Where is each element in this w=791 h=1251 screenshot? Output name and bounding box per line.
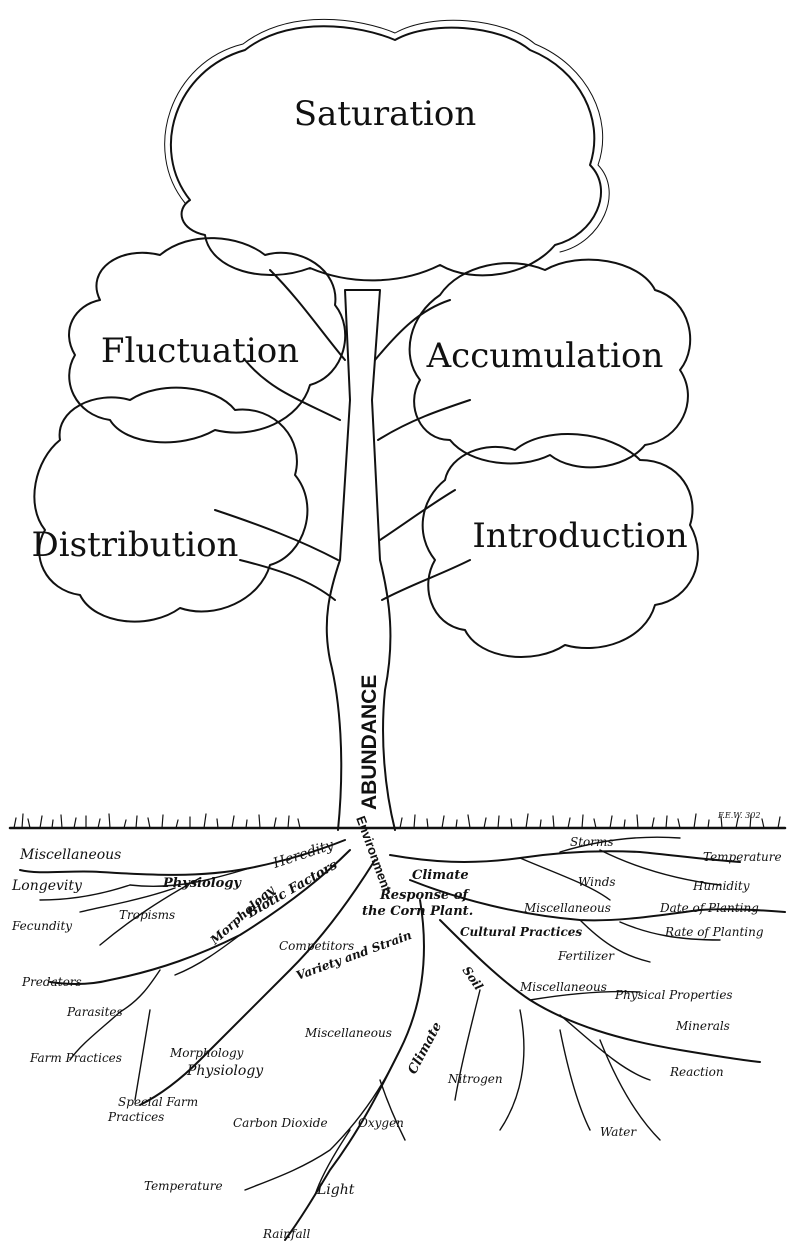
label-carbon-dioxide: Carbon Dioxide xyxy=(233,1117,328,1129)
label-fluctuation: Fluctuation xyxy=(101,331,299,371)
canopy-distribution xyxy=(34,388,307,622)
label-miscellaneous-mid: Miscellaneous xyxy=(305,1027,392,1039)
label-humidity: Humidity xyxy=(693,880,750,892)
label-physical-properties: Physical Properties xyxy=(615,989,733,1001)
root-climate-upper xyxy=(390,851,740,862)
label-oxygen: Oxygen xyxy=(358,1117,404,1129)
label-saturation: Saturation xyxy=(294,94,477,134)
label-tropisms: Tropisms xyxy=(119,909,175,921)
label-longevity: Longevity xyxy=(12,879,82,893)
label-response: Response of xyxy=(380,889,468,902)
label-accumulation: Accumulation xyxy=(426,336,664,376)
label-fertilizer: Fertilizer xyxy=(558,950,614,962)
label-miscellaneous-right: Miscellaneous xyxy=(524,902,611,914)
label-date-of-planting: Date of Planting xyxy=(660,902,759,914)
label-nitrogen: Nitrogen xyxy=(448,1073,503,1085)
label-parasites: Parasites xyxy=(67,1006,123,1018)
label-temperature-right: Temperature xyxy=(703,851,782,863)
label-water: Water xyxy=(600,1126,636,1138)
label-cultural-practices: Cultural Practices xyxy=(460,926,582,938)
label-physiology: Physiology xyxy=(163,877,241,890)
root-soil-sub xyxy=(455,990,660,1140)
label-abundance: ABUNDANCE xyxy=(358,675,381,810)
root-biotic xyxy=(50,850,350,984)
label-physiology-2: Physiology xyxy=(187,1064,263,1078)
label-morphology: Morphology xyxy=(170,1047,243,1059)
label-light: Light xyxy=(317,1183,354,1197)
label-minerals: Minerals xyxy=(676,1020,730,1032)
label-soil: Soil xyxy=(460,964,487,994)
label-miscellaneous-left: Miscellaneous xyxy=(20,848,121,862)
label-signature: F.E.W. 302 xyxy=(718,812,760,820)
label-miscellaneous-soil: Miscellaneous xyxy=(520,981,607,993)
label-predators: Predators xyxy=(22,976,82,988)
label-winds: Winds xyxy=(578,876,616,888)
label-rate-of-planting: Rate of Planting xyxy=(665,926,764,938)
label-rainfall: Rainfall xyxy=(263,1228,310,1240)
label-morphology-branch: Morphology xyxy=(207,882,278,948)
label-introduction: Introduction xyxy=(472,516,687,556)
label-fecundity: Fecundity xyxy=(12,920,72,932)
label-temperature-bottom: Temperature xyxy=(144,1180,223,1192)
label-climate-upper: Climate xyxy=(412,869,469,882)
label-reaction: Reaction xyxy=(670,1066,724,1078)
label-special-farm-practices: Special Farm xyxy=(118,1096,198,1108)
canopy-saturation xyxy=(171,26,601,280)
label-farm-practices: Farm Practices xyxy=(30,1052,122,1064)
label-response-2: the Corn Plant. xyxy=(362,905,473,918)
grass xyxy=(14,814,780,828)
root-climate-upper-sub xyxy=(520,837,720,900)
label-climate-lower: Climate xyxy=(405,1020,445,1077)
label-distribution: Distribution xyxy=(32,525,239,565)
label-variety-strain: Variety and Strain xyxy=(294,928,413,983)
label-storms: Storms xyxy=(570,836,614,848)
label-competitors: Competitors xyxy=(279,940,354,952)
label-special-farm-practices-2: Practices xyxy=(108,1111,164,1123)
